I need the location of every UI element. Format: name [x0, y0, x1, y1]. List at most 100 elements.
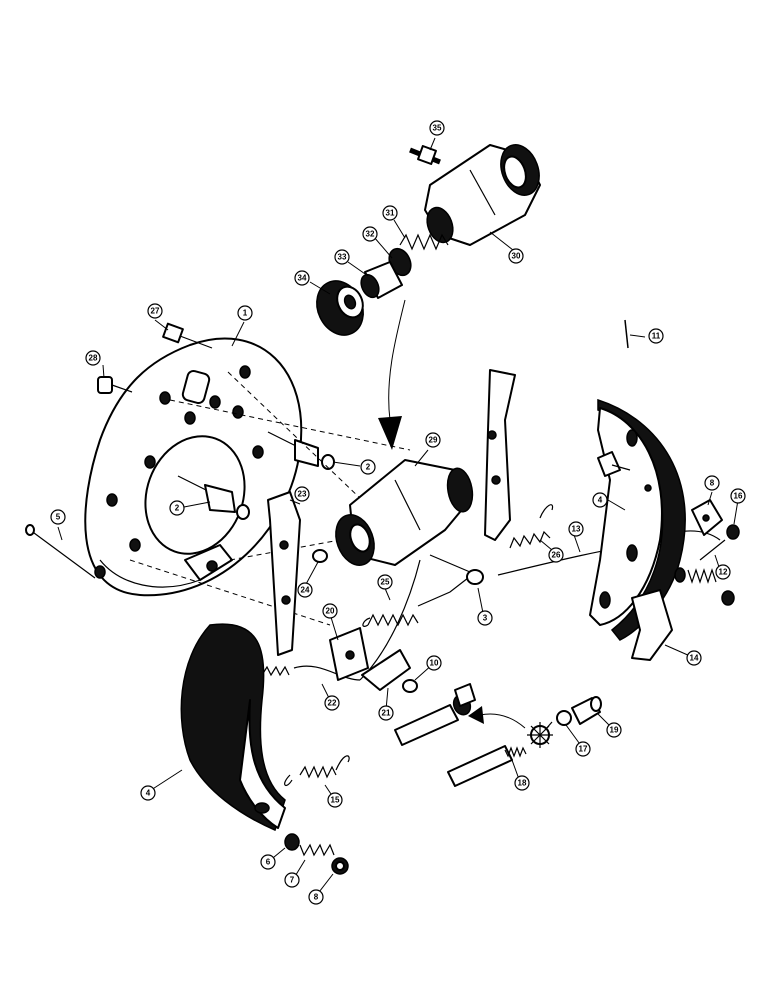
washer-16	[726, 524, 740, 540]
backing-plate-bolt-28	[97, 376, 133, 394]
callout-label: 23	[298, 490, 307, 499]
callout-label: 26	[552, 551, 561, 560]
return-spring-26	[509, 504, 554, 549]
callout-15: 15	[327, 792, 343, 808]
brake-shoe-left	[180, 623, 286, 832]
hold-down-spring-7	[299, 843, 335, 857]
callout-11: 11	[648, 328, 664, 344]
adjuster-spring-22	[261, 665, 361, 681]
assembly-arrow	[378, 299, 406, 450]
callout-label: 4	[146, 789, 151, 798]
cylinder-spring	[399, 233, 449, 251]
callout-label: 21	[382, 709, 391, 718]
bleeder-screw	[409, 145, 441, 165]
callout-label: 16	[734, 492, 743, 501]
wheel-cylinder-exploded	[316, 144, 541, 450]
callout-label: 25	[381, 578, 390, 587]
callout-label: 5	[56, 513, 61, 522]
callout-6: 6	[260, 854, 276, 870]
callout-label: 11	[652, 332, 661, 341]
callout-2-lower: 2	[169, 500, 185, 516]
parking-cable-5	[25, 524, 96, 579]
callout-label: 30	[512, 252, 521, 261]
callout-label: 10	[430, 659, 439, 668]
retainer-cup-8-right	[691, 499, 723, 536]
callout-18: 18	[514, 775, 530, 791]
cylinder-body-top	[424, 144, 541, 246]
callout-21: 21	[378, 705, 394, 721]
callout-17: 17	[575, 741, 591, 757]
callout-24: 24	[297, 582, 313, 598]
adjuster-nut-18	[571, 696, 602, 725]
callout-label: 6	[266, 858, 271, 867]
callout-12: 12	[715, 564, 731, 580]
callout-label: 28	[89, 354, 98, 363]
callout-33: 33	[334, 249, 350, 265]
callout-label: 18	[518, 779, 527, 788]
callout-label: 19	[610, 726, 619, 735]
callout-35: 35	[429, 120, 445, 136]
callout-label: 32	[366, 230, 375, 239]
anchor-pin-3	[429, 554, 484, 585]
callout-31: 31	[382, 205, 398, 221]
shoe-stud	[597, 451, 631, 477]
washer-17	[556, 710, 572, 726]
callout-5: 5	[50, 509, 66, 525]
callout-27: 27	[147, 303, 163, 319]
callout-label: 20	[326, 607, 335, 616]
callout-28: 28	[85, 350, 101, 366]
wire-12	[699, 539, 726, 561]
callout-8-left: 8	[308, 889, 324, 905]
callout-label: 8	[710, 479, 715, 488]
callout-label: 1	[243, 309, 248, 318]
callout-label: 35	[433, 124, 442, 133]
callout-30: 30	[508, 248, 524, 264]
stud-upper	[267, 431, 335, 470]
callout-label: 13	[572, 525, 581, 534]
callout-label: 22	[328, 699, 337, 708]
callout-2-upper: 2	[360, 459, 376, 475]
callout-label: 8	[314, 893, 319, 902]
callout-26: 26	[548, 547, 564, 563]
callout-label: 24	[301, 586, 310, 595]
cylinder-piston	[360, 261, 403, 299]
callout-20: 20	[322, 603, 338, 619]
retainer-8-left-inner	[335, 861, 345, 871]
washer-10	[402, 679, 418, 693]
callout-23: 23	[294, 486, 310, 502]
adjuster-screw-16	[447, 721, 553, 787]
callout-label: 14	[690, 654, 699, 663]
hold-down-spring-right	[674, 567, 735, 606]
callout-13: 13	[568, 521, 584, 537]
callout-4-right: 4	[592, 492, 608, 508]
callout-label: 7	[290, 876, 295, 885]
callout-3: 3	[477, 610, 493, 626]
callout-32: 32	[362, 226, 378, 242]
callout-label: 15	[331, 796, 340, 805]
callout-1: 1	[237, 305, 253, 321]
callout-34: 34	[294, 270, 310, 286]
hold-down-pin-11	[624, 319, 629, 349]
callout-label: 27	[151, 307, 160, 316]
callout-label: 33	[338, 253, 347, 262]
callout-29: 29	[425, 432, 441, 448]
callout-7: 7	[284, 872, 300, 888]
washer-6	[284, 833, 300, 851]
stud-lower	[177, 475, 250, 520]
shoe-lever-right	[484, 369, 516, 541]
lever-washer-24	[312, 549, 328, 563]
adjuster-lever-14	[631, 589, 673, 661]
return-spring-25	[362, 577, 469, 627]
callout-25: 25	[377, 574, 393, 590]
wheel-cylinder-center	[335, 459, 474, 566]
callout-label: 17	[579, 745, 588, 754]
callout-8-right: 8	[704, 475, 720, 491]
callout-label: 31	[386, 209, 395, 218]
callout-10: 10	[426, 655, 442, 671]
callout-16: 16	[730, 488, 746, 504]
shoe-lever-left	[267, 491, 301, 656]
backing-plate	[84, 337, 303, 597]
callout-label: 4	[598, 496, 603, 505]
callout-label: 3	[483, 614, 488, 623]
